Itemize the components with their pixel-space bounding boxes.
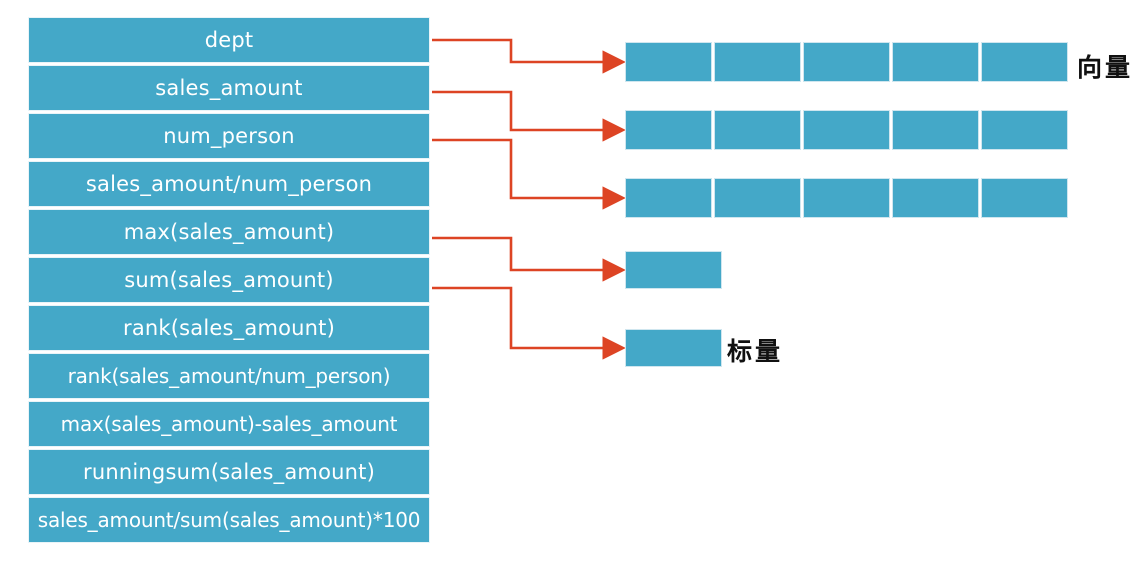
connector-sales-amount-to-vector-2 — [432, 90, 626, 142]
expression-row[interactable]: max(sales_amount)-sales_amount — [28, 401, 430, 447]
expression-row[interactable]: sales_amount — [28, 65, 430, 111]
scalar-annotation-label: 标量 — [727, 337, 784, 366]
expression-label: num_person — [163, 124, 295, 148]
vector-row — [625, 42, 1068, 82]
expression-row[interactable]: sales_amount/num_person — [28, 161, 430, 207]
scalar-box — [625, 251, 722, 289]
expression-row[interactable]: rank(sales_amount) — [28, 305, 430, 351]
vector-annotation-label: 向量 — [1077, 53, 1134, 82]
expression-label: rank(sales_amount) — [123, 316, 335, 340]
vector-cell — [714, 110, 801, 150]
expression-label: runningsum(sales_amount) — [83, 460, 375, 484]
vector-cell — [625, 110, 712, 150]
vector-row — [625, 110, 1068, 150]
expression-label: sum(sales_amount) — [124, 268, 334, 292]
vector-cell — [803, 110, 890, 150]
connector-sum-to-scalar-2 — [432, 286, 626, 360]
vector-cell — [892, 110, 979, 150]
expression-row[interactable]: dept — [28, 17, 430, 63]
expression-row[interactable]: sales_amount/sum(sales_amount)*100 — [28, 497, 430, 543]
vector-cell — [625, 178, 712, 218]
expression-row[interactable]: num_person — [28, 113, 430, 159]
expression-row[interactable]: max(sales_amount) — [28, 209, 430, 255]
expression-row[interactable]: sum(sales_amount) — [28, 257, 430, 303]
expression-label: max(sales_amount)-sales_amount — [60, 412, 398, 436]
expression-label: dept — [204, 28, 254, 52]
vector-cell — [803, 178, 890, 218]
vector-cell — [981, 42, 1068, 82]
vector-cell — [981, 110, 1068, 150]
connector-num-person-to-vector-3 — [432, 138, 626, 210]
expression-label: rank(sales_amount/num_person) — [67, 364, 391, 388]
vector-cell — [714, 178, 801, 218]
expression-list: dept sales_amount num_person sales_amoun… — [28, 17, 430, 545]
scalar-box — [625, 329, 722, 367]
connector-max-to-scalar-1 — [432, 236, 626, 282]
expression-label: sales_amount/sum(sales_amount)*100 — [37, 508, 421, 532]
expression-row[interactable]: rank(sales_amount/num_person) — [28, 353, 430, 399]
expression-label: sales_amount — [155, 76, 303, 100]
expression-label: sales_amount/num_person — [85, 172, 373, 196]
vector-cell — [714, 42, 801, 82]
expression-label: max(sales_amount) — [123, 220, 335, 244]
vector-cell — [803, 42, 890, 82]
vector-cell — [892, 178, 979, 218]
expression-row[interactable]: runningsum(sales_amount) — [28, 449, 430, 495]
vector-cell — [981, 178, 1068, 218]
vector-cell — [625, 42, 712, 82]
vector-row — [625, 178, 1068, 218]
connector-dept-to-vector-1 — [432, 38, 626, 74]
vector-cell — [892, 42, 979, 82]
